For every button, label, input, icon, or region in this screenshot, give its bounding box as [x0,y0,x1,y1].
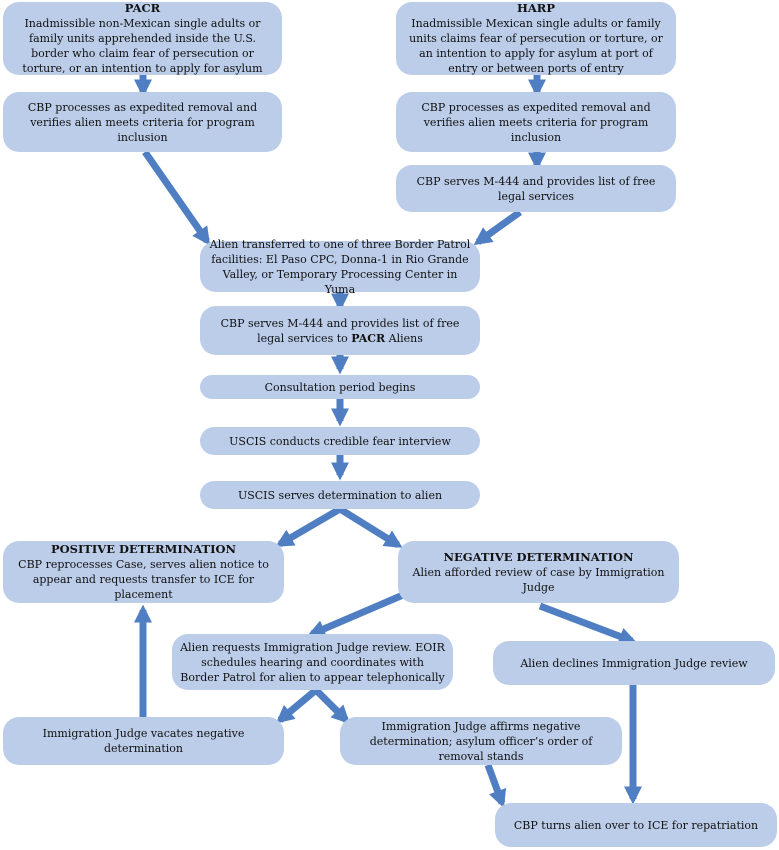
positive-title: POSITIVE DETERMINATION [51,542,236,556]
repatriation-text: CBP turns alien over to ICE for repatria… [513,818,759,832]
pacr-text: Inadmissible non-Mexican single adults o… [22,17,263,75]
pacr-processing-text: CBP processes as expedited removal and v… [27,100,258,144]
arrow-pacr-processing-to-transfer [142,149,211,246]
affirms-text: Immigration Judge affirms negative deter… [369,719,593,763]
interview-node: USCIS conducts credible fear interview [200,427,480,455]
harp-m444-text: CBP serves M-444 and provides list of fr… [416,174,656,203]
arrow-negative-to-request-review [306,591,405,638]
harp-processing-node: CBP processes as expedited removal and v… [396,92,676,152]
harp-processing-text: CBP processes as expedited removal and v… [421,100,651,144]
consultation-text: Consultation period begins [264,380,416,394]
determination-text: USCIS serves determination to alien [237,488,443,502]
arrow-determination-to-positive [275,505,342,548]
arrow-affirms-to-repatriation [484,763,507,809]
decline-review-text: Alien declines Immigration Judge review [520,656,748,670]
positive-determination-node: POSITIVE DETERMINATION CBP reprocesses C… [3,541,284,603]
pacr-processing-node: CBP processes as expedited removal and v… [3,92,282,152]
determination-node: USCIS serves determination to alien [200,481,480,509]
negative-text: Alien afforded review of case by Immigra… [412,565,665,594]
arrow-harp-m444-to-transfer [473,209,523,246]
harp-title: HARP [517,1,555,15]
pacr-title: PACR [124,1,161,15]
arrow-request-to-vacates [275,687,319,724]
arrow-negative-to-decline-review [538,602,638,645]
vacates-node: Immigration Judge vacates negative deter… [3,717,284,765]
pacr-m444-text-bold: PACR [351,331,386,345]
repatriation-node: CBP turns alien over to ICE for repatria… [495,803,777,847]
pacr-m444-node: CBP serves M-444 and provides list of fr… [200,306,480,355]
harp-node: HARP Inadmissible Mexican single adults … [396,1,676,75]
pacr-m444-text-after: Aliens [385,331,423,345]
negative-title: NEGATIVE DETERMINATION [443,549,634,564]
interview-text: USCIS conducts credible fear interview [229,434,451,448]
harp-m444-node: CBP serves M-444 and provides list of fr… [396,165,676,212]
arrow-determination-to-negative [338,506,403,548]
transfer-text: Alien transferred to one of three Border… [209,237,471,296]
arrow-request-to-affirms [313,687,350,724]
positive-text: CBP reprocesses Case, serves alien notic… [18,558,269,601]
harp-text: Inadmissible Mexican single adults or fa… [409,17,663,75]
pacr-node: PACR Inadmissible non-Mexican single adu… [3,1,282,75]
pacr-m444-text-before: CBP serves M-444 and provides list of fr… [220,316,460,345]
affirms-node: Immigration Judge affirms negative deter… [340,717,622,765]
pacr-m444-text: CBP serves M-444 and provides list of fr… [208,316,472,346]
consultation-node: Consultation period begins [200,375,480,399]
vacates-text: Immigration Judge vacates negative deter… [42,727,245,755]
request-review-text: Alien requests Immigration Judge review.… [180,640,445,684]
transfer-node: Alien transferred to one of three Border… [200,238,480,296]
decline-review-node: Alien declines Immigration Judge review [493,641,775,685]
request-review-node: Alien requests Immigration Judge review.… [172,634,453,690]
negative-determination-node: NEGATIVE DETERMINATION Alien afforded re… [398,541,679,603]
